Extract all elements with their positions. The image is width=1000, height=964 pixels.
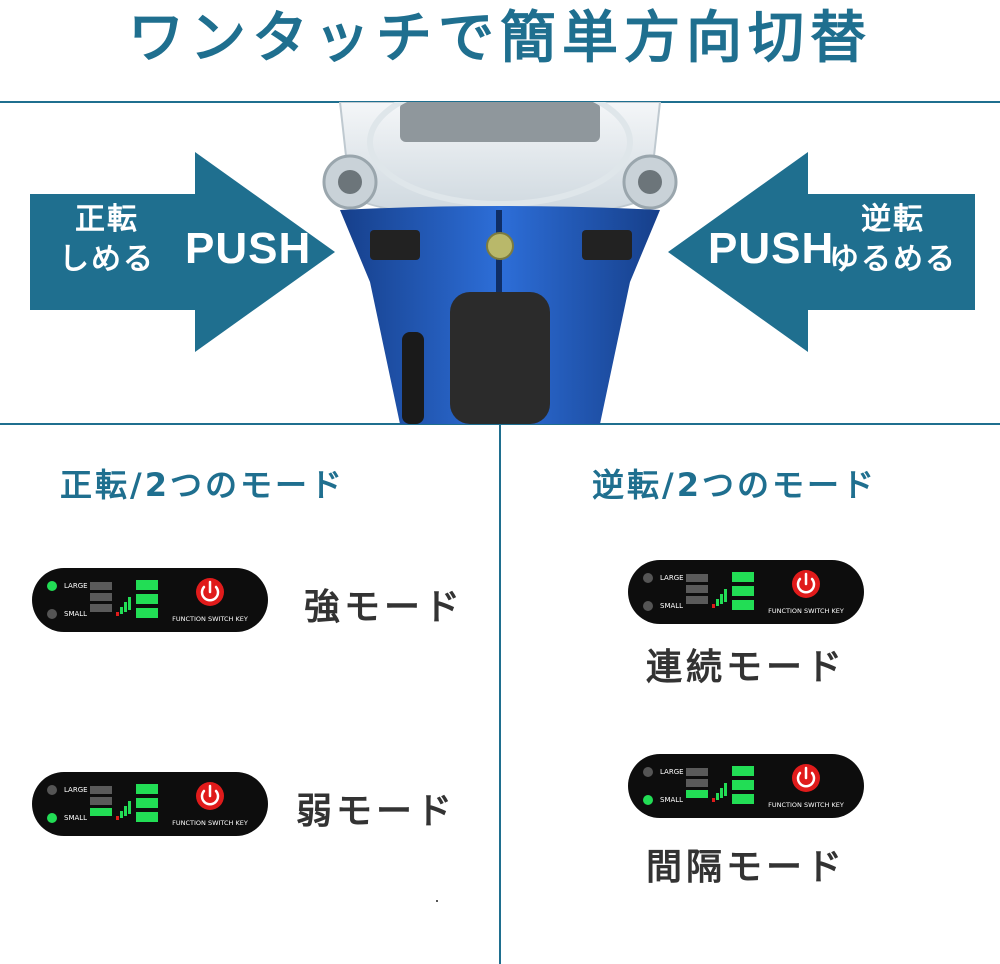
continuous-mode-label: 連続モード xyxy=(646,647,847,688)
reverse-push-text: PUSH xyxy=(708,224,835,273)
control-panel: LARGE SMALL FUNCTION SWITCH KEY xyxy=(32,568,268,632)
signal-bar xyxy=(716,599,719,606)
small-label: SMALL xyxy=(660,602,683,610)
mode-bar xyxy=(686,768,708,776)
forward-push-arrow: 正転 しめる PUSH xyxy=(30,152,335,352)
power-icon xyxy=(792,570,820,598)
mode-bar xyxy=(686,790,708,798)
level-block xyxy=(136,784,158,794)
level-block xyxy=(732,794,754,804)
interval-mode-label: 間隔モード xyxy=(646,847,847,888)
level-block xyxy=(136,798,158,808)
large-indicator-dot xyxy=(643,573,653,583)
stray-dot xyxy=(436,900,438,902)
small-indicator-dot xyxy=(47,813,57,823)
level-block xyxy=(732,572,754,582)
reverse-label: 逆転 xyxy=(861,203,925,236)
level-block xyxy=(732,766,754,776)
small-indicator-dot xyxy=(47,609,57,619)
signal-bar xyxy=(716,793,719,800)
small-label: SMALL xyxy=(64,610,87,618)
mode-bar xyxy=(90,582,112,590)
level-block xyxy=(136,594,158,604)
mode-bar xyxy=(90,593,112,601)
large-label: LARGE xyxy=(64,582,88,590)
signal-bar xyxy=(116,816,119,820)
tighten-label: しめる xyxy=(59,243,155,276)
signal-bar xyxy=(712,798,715,802)
large-indicator-dot xyxy=(47,785,57,795)
large-indicator-dot xyxy=(643,767,653,777)
signal-bar xyxy=(128,597,131,610)
mode-bar xyxy=(686,779,708,787)
forward-label: 正転 xyxy=(75,203,139,236)
power-icon xyxy=(196,782,224,810)
large-label: LARGE xyxy=(64,786,88,794)
signal-bar xyxy=(720,788,723,798)
large-label: LARGE xyxy=(660,574,684,582)
function-switch-key-label: FUNCTION SWITCH KEY xyxy=(172,819,248,827)
level-block xyxy=(732,780,754,790)
mode-bar xyxy=(90,808,112,816)
level-block xyxy=(136,608,158,618)
reverse-push-arrow: PUSH 逆転 ゆるめる xyxy=(668,152,975,352)
mode-bar xyxy=(90,604,112,612)
function-switch-key-label: FUNCTION SWITCH KEY xyxy=(768,607,844,615)
signal-bar xyxy=(120,607,123,614)
signal-bar xyxy=(724,589,727,602)
reverse-section-title: 逆転/2つのモード xyxy=(592,466,877,504)
power-icon xyxy=(792,764,820,792)
signal-bar xyxy=(124,602,127,612)
signal-bar xyxy=(724,783,727,796)
forward-push-text: PUSH xyxy=(185,224,312,273)
large-indicator-dot xyxy=(47,581,57,591)
level-block xyxy=(136,580,158,590)
mode-bar xyxy=(686,596,708,604)
control-panel: LARGE SMALL FUNCTION SWITCH KEY xyxy=(32,772,268,836)
level-block xyxy=(732,586,754,596)
control-panel: LARGE SMALL FUNCTION SWITCH KEY xyxy=(628,754,864,818)
impact-wrench-illustration xyxy=(300,102,700,424)
level-block xyxy=(136,812,158,822)
mode-bar xyxy=(686,585,708,593)
page-title: ワンタッチで簡単方向切替 xyxy=(128,6,872,71)
mode-bar xyxy=(90,786,112,794)
level-block xyxy=(732,600,754,610)
function-switch-key-label: FUNCTION SWITCH KEY xyxy=(768,801,844,809)
small-label: SMALL xyxy=(660,796,683,804)
control-panel: LARGE SMALL FUNCTION SWITCH KEY xyxy=(628,560,864,624)
signal-bar xyxy=(120,811,123,818)
function-switch-key-label: FUNCTION SWITCH KEY xyxy=(172,615,248,623)
weak-mode-label: 弱モード xyxy=(296,791,457,832)
forward-section-title: 正転/2つのモード xyxy=(60,466,345,504)
signal-bar xyxy=(720,594,723,604)
large-label: LARGE xyxy=(660,768,684,776)
signal-bar xyxy=(124,806,127,816)
strong-mode-label: 強モード xyxy=(304,587,465,628)
signal-bar xyxy=(128,801,131,814)
signal-bar xyxy=(116,612,119,616)
mode-bar xyxy=(90,797,112,805)
loosen-label: ゆるめる xyxy=(829,243,957,276)
mode-bar xyxy=(686,574,708,582)
small-indicator-dot xyxy=(643,601,653,611)
signal-bar xyxy=(712,604,715,608)
small-indicator-dot xyxy=(643,795,653,805)
center-divider xyxy=(499,424,501,964)
small-label: SMALL xyxy=(64,814,87,822)
power-icon xyxy=(196,578,224,606)
